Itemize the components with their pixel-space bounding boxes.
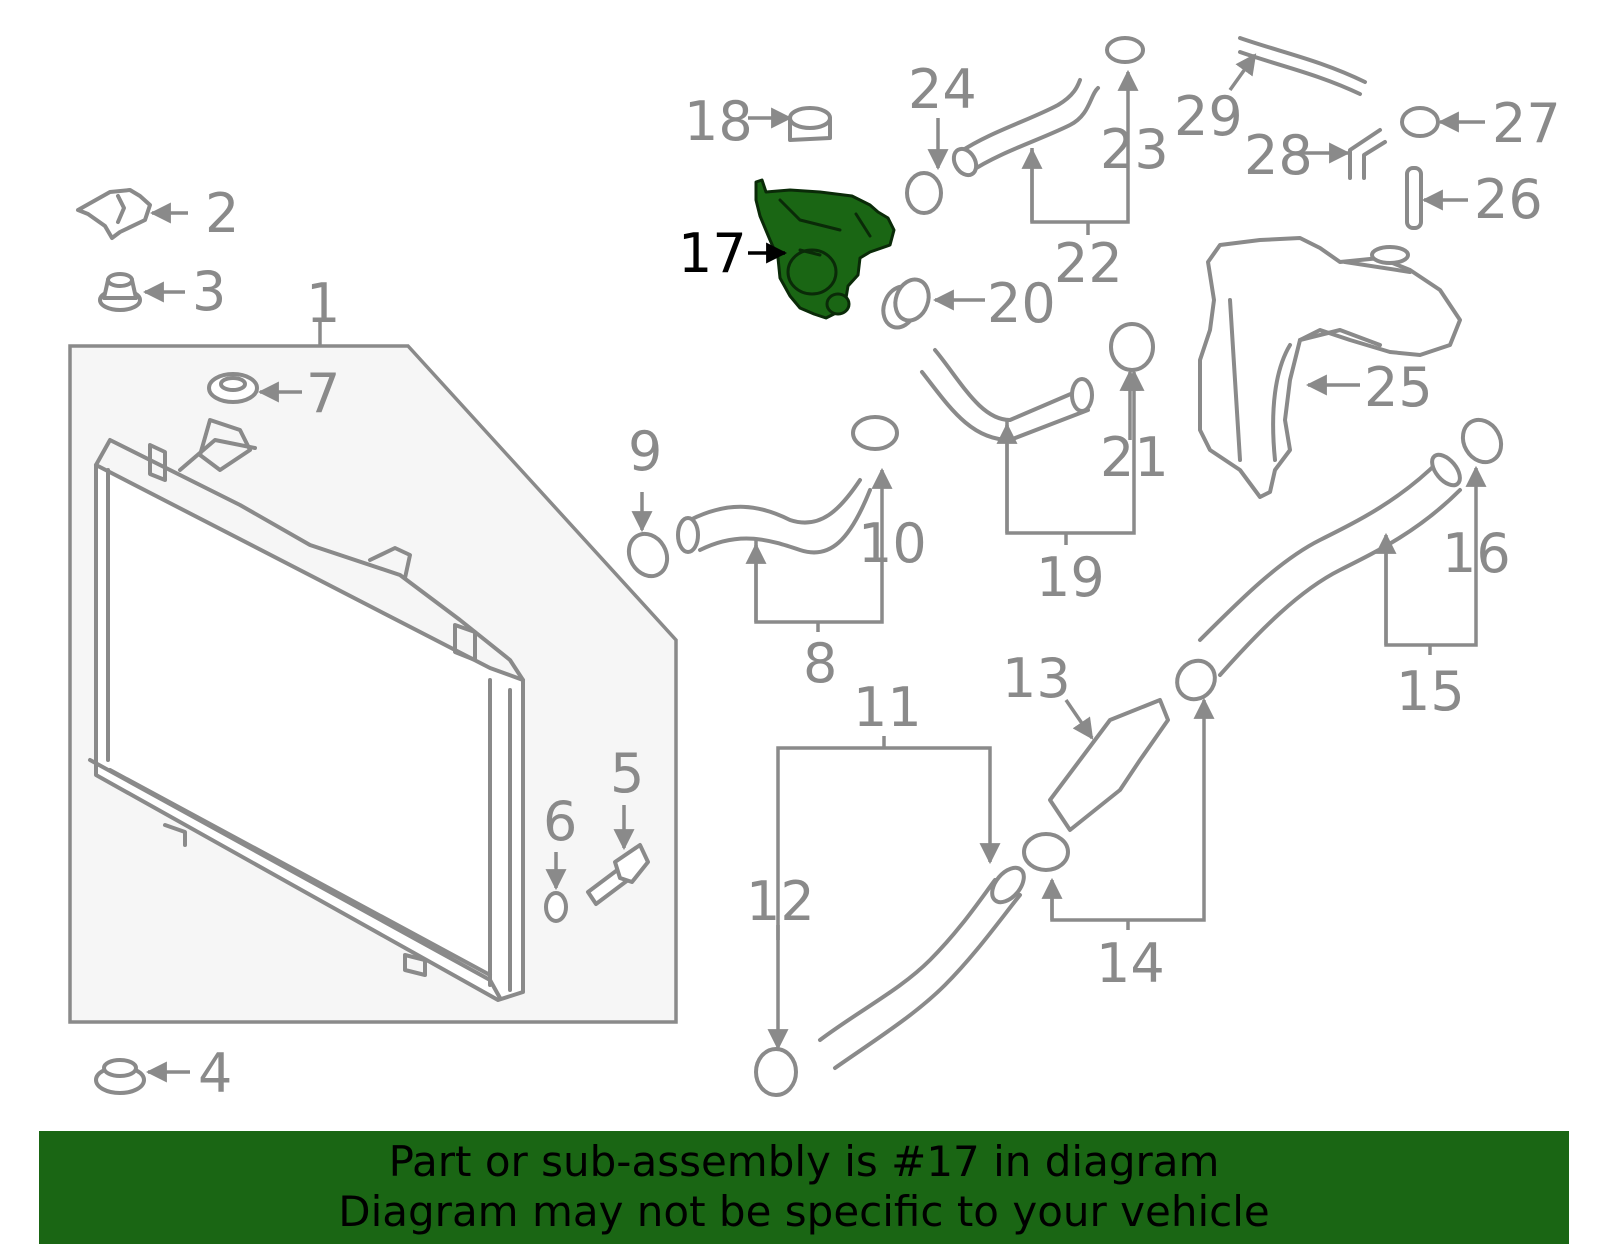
- callout-12: 12: [746, 870, 815, 933]
- callout-20: 20: [987, 272, 1056, 335]
- part-22-hose-end: [951, 146, 979, 178]
- callout-25: 25: [1364, 356, 1433, 419]
- callout-11: 11: [853, 676, 922, 739]
- part-22-hose: [958, 78, 1100, 174]
- callout-13: 13: [1002, 647, 1071, 710]
- part-6-o-ring: [544, 891, 568, 923]
- leader-lines: [142, 53, 1487, 1083]
- part-17-thermostat-housing: [754, 178, 896, 320]
- part-11-hose: [818, 878, 1022, 1070]
- part-28-hose: [1348, 128, 1387, 180]
- banner-line-2: Diagram may not be specific to your vehi…: [338, 1187, 1270, 1236]
- part-4-grommet: [94, 1058, 146, 1095]
- part-18-cap: [788, 106, 832, 142]
- callout-3: 3: [192, 260, 226, 323]
- part-7-cap: [207, 372, 259, 404]
- part-10-clamp: [851, 415, 899, 451]
- part-16-clamp: [1460, 417, 1504, 465]
- callout-7: 7: [306, 362, 340, 425]
- part-23-clamp: [1105, 36, 1145, 64]
- part-15-hose-end: [1430, 452, 1462, 488]
- part-27-clamp: [1400, 106, 1440, 138]
- part-19-hose-end: [1070, 377, 1094, 413]
- part-26-hose: [1405, 166, 1423, 230]
- part-3-grommet: [98, 272, 142, 312]
- callout-19: 19: [1036, 546, 1105, 609]
- banner-line-1: Part or sub-assembly is #17 in diagram: [388, 1137, 1220, 1186]
- part-20-clamp: [881, 277, 931, 330]
- callout-29: 29: [1174, 85, 1243, 148]
- callout-15: 15: [1396, 660, 1465, 723]
- part-2-bracket: [76, 188, 152, 240]
- callout-28: 28: [1244, 124, 1313, 187]
- part-11-hose-end: [990, 865, 1026, 905]
- callout-27: 27: [1492, 92, 1561, 155]
- callout-1: 1: [306, 272, 340, 335]
- part-8-hose-end: [676, 516, 700, 554]
- callout-22: 22: [1054, 232, 1123, 295]
- callout-6: 6: [543, 790, 577, 853]
- callout-23: 23: [1100, 118, 1169, 181]
- part-19-hose: [920, 348, 1090, 442]
- part-13-pipe: [1048, 698, 1170, 832]
- radiator-group: [68, 322, 678, 1024]
- part-21-clamp: [1109, 322, 1155, 372]
- callout-2: 2: [205, 182, 239, 245]
- part-12-clamp: [754, 1047, 798, 1097]
- callout-16: 16: [1442, 522, 1511, 585]
- part-5-bolt: [586, 843, 650, 906]
- callout-labels: 1 2 3 4 5 6 7 8 9 10 11 12 13 14 15 16 1…: [192, 58, 1561, 1105]
- info-banner: Part or sub-assembly is #17 in diagram D…: [39, 1131, 1569, 1244]
- part-8-hose: [688, 478, 872, 555]
- part-9-clamp: [626, 531, 670, 579]
- part-29-hose: [1238, 36, 1367, 96]
- part-15-hose: [1198, 458, 1462, 677]
- callout-10: 10: [858, 512, 927, 575]
- part-14-clamp-a: [1022, 832, 1070, 872]
- callout-26: 26: [1474, 168, 1543, 231]
- radiator: [88, 418, 525, 1002]
- callout-17: 17: [678, 222, 747, 285]
- part-14-clamp-b: [1175, 658, 1217, 702]
- callout-14: 14: [1096, 932, 1165, 995]
- callout-4: 4: [198, 1042, 232, 1105]
- callout-9: 9: [628, 420, 662, 483]
- callout-18: 18: [684, 90, 753, 153]
- callout-8: 8: [803, 632, 837, 695]
- part-24-clamp: [905, 171, 943, 215]
- callout-21: 21: [1100, 426, 1169, 489]
- callout-5: 5: [610, 742, 644, 805]
- part-25-reservoir: [1198, 236, 1462, 499]
- callout-24: 24: [908, 58, 977, 121]
